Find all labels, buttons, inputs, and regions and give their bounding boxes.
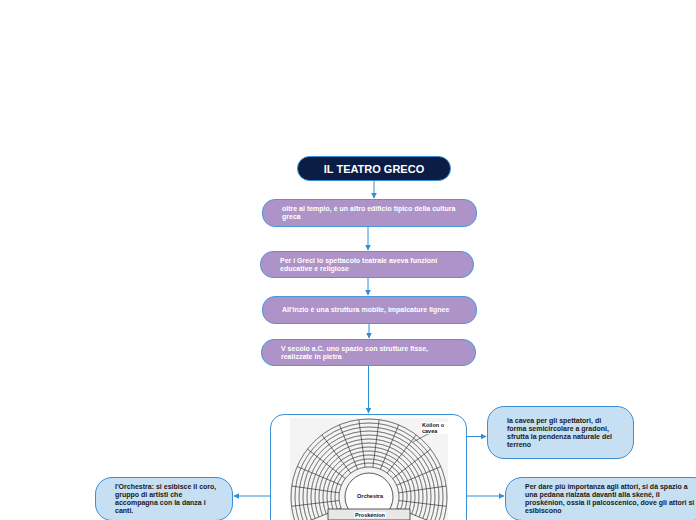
step-box: oltre al tempio, è un altro edificio tip… xyxy=(262,199,477,227)
seat-row xyxy=(291,419,447,520)
connector xyxy=(368,227,369,250)
cavea-drawing xyxy=(291,419,447,520)
step-box: V secolo a.C. uno spazio con strutture f… xyxy=(261,339,476,366)
part-label: Kóilon o cavea xyxy=(421,422,453,434)
connector xyxy=(234,496,270,497)
note-box: la cavea per gli spettatori, di forma se… xyxy=(487,406,634,459)
connector xyxy=(467,436,486,437)
connector xyxy=(368,278,369,295)
node-text: la cavea per gli spettatori, di forma se… xyxy=(507,417,621,449)
aisle-line xyxy=(339,425,357,469)
connector xyxy=(374,181,375,198)
aisle-line xyxy=(393,449,431,478)
connector xyxy=(369,324,370,338)
aisle-line xyxy=(322,435,351,473)
note-box: l'Orchestra: si esibisce il coro, gruppo… xyxy=(95,477,233,520)
node-text: V secolo a.C. uno spazio con strutture f… xyxy=(281,345,457,361)
aisle-line xyxy=(307,449,345,478)
connector xyxy=(467,496,504,497)
aisle-line xyxy=(359,420,365,468)
seat-row xyxy=(299,427,439,520)
title-box: IL TEATRO GRECO xyxy=(297,156,451,181)
aisle-line xyxy=(399,486,447,493)
step-box: Per i Greci lo spettacolo teatrale aveva… xyxy=(260,251,474,278)
node-text: oltre al tempio, è un altro edificio tip… xyxy=(282,205,458,221)
aisle-line xyxy=(297,467,341,486)
leader-line xyxy=(413,433,430,442)
node-text: Per dare più importanza agli attori, si … xyxy=(525,483,696,515)
note-box: Per dare più importanza agli attori, si … xyxy=(505,477,696,520)
node-text: All'inzio è una struttura mobile, impalc… xyxy=(282,306,458,314)
part-label: Orchestra xyxy=(356,493,384,499)
connector xyxy=(368,366,369,413)
aisle-line xyxy=(292,501,340,507)
picture-box: Kóilon o caveaOrchestraProskénion xyxy=(270,414,467,520)
seat-row xyxy=(295,423,443,520)
aisle-line xyxy=(387,435,416,473)
aisle-line xyxy=(397,467,441,486)
node-text: Per i Greci lo spettacolo teatrale aveva… xyxy=(280,257,456,273)
step-box: All'inzio è una struttura mobile, impalc… xyxy=(262,296,477,324)
title-text: IL TEATRO GRECO xyxy=(324,163,424,175)
node-text: l'Orchestra: si esibisce il coro, gruppo… xyxy=(115,483,220,515)
aisle-line xyxy=(380,425,398,469)
aisle-line xyxy=(292,486,340,493)
part-label: Proskénion xyxy=(354,512,386,518)
proskenion-stage xyxy=(328,509,410,520)
aisle-line xyxy=(373,420,379,468)
aisle-line xyxy=(399,501,447,507)
